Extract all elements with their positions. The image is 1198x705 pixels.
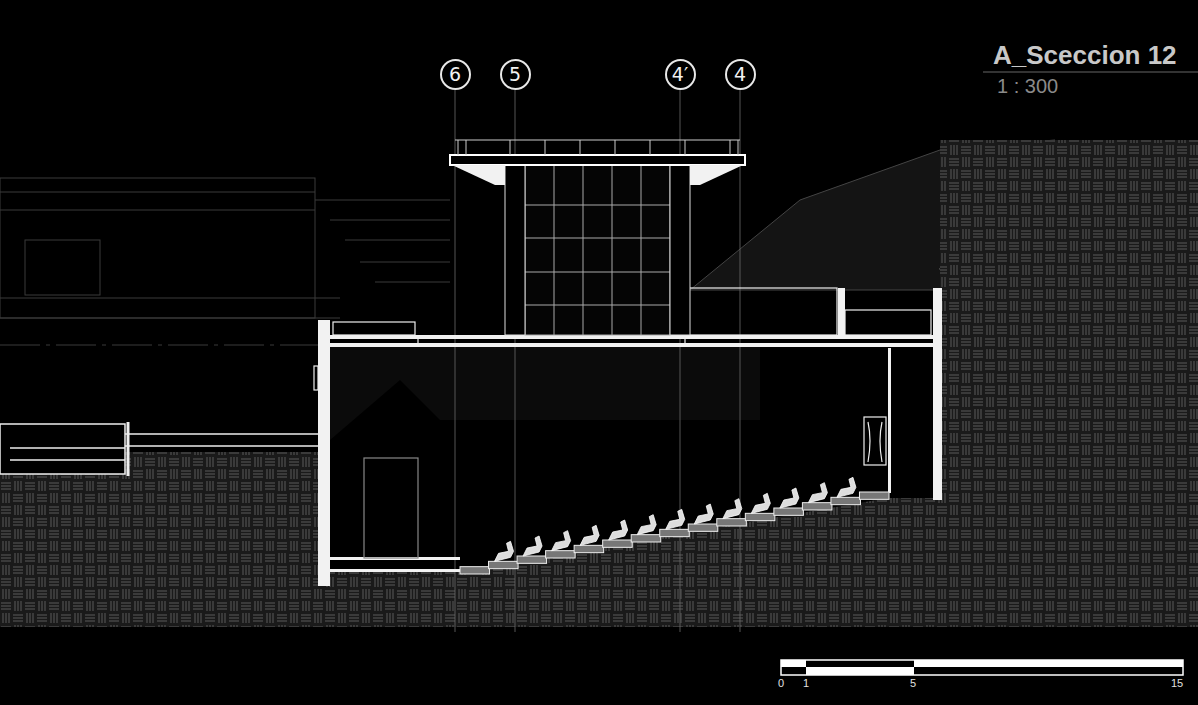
step	[631, 535, 661, 542]
title-rule	[983, 72, 1198, 73]
seating-steps	[460, 477, 889, 574]
step	[831, 497, 861, 504]
auditorium-interior	[330, 347, 935, 572]
scale-tick: 0	[778, 678, 784, 689]
scale-tick: 5	[910, 678, 916, 689]
seat	[580, 525, 599, 545]
seat	[552, 531, 571, 551]
grid-bubble: 6	[440, 59, 471, 90]
grid-label: 6	[449, 65, 461, 84]
step	[603, 540, 633, 547]
step	[489, 561, 519, 568]
seat	[637, 515, 656, 535]
earth-hatch	[940, 140, 1198, 455]
seat	[609, 520, 628, 540]
step	[688, 524, 718, 531]
sheet-title: A_Sceccion 12	[993, 42, 1177, 68]
tower	[450, 140, 745, 335]
step	[574, 545, 604, 552]
scale-ratio: 1 : 300	[997, 76, 1058, 96]
grid-label: 4	[734, 65, 746, 84]
seat	[723, 499, 742, 519]
interior-shade	[330, 347, 760, 440]
seat	[694, 504, 713, 524]
step	[859, 492, 889, 499]
step	[460, 567, 490, 574]
walkway	[0, 422, 318, 476]
seat	[495, 541, 514, 561]
scale-bar	[781, 660, 1183, 675]
step	[745, 513, 775, 520]
step	[802, 503, 832, 510]
seat	[837, 477, 856, 497]
step	[546, 551, 576, 558]
step	[774, 508, 804, 515]
grid-bubble: 5	[500, 59, 531, 90]
grid-bubble: 4′	[665, 59, 696, 90]
scale-tick: 1	[803, 678, 809, 689]
step	[717, 519, 747, 526]
seat	[808, 483, 827, 503]
seat	[780, 488, 799, 508]
grid-label: 4′	[672, 65, 688, 84]
grid-bubble: 4	[725, 59, 756, 90]
step	[517, 556, 547, 563]
seat	[523, 536, 542, 556]
grid-label: 5	[509, 65, 521, 84]
seat	[751, 493, 770, 513]
seat	[666, 509, 685, 529]
scale-tick: 15	[1171, 678, 1183, 689]
step	[660, 529, 690, 536]
